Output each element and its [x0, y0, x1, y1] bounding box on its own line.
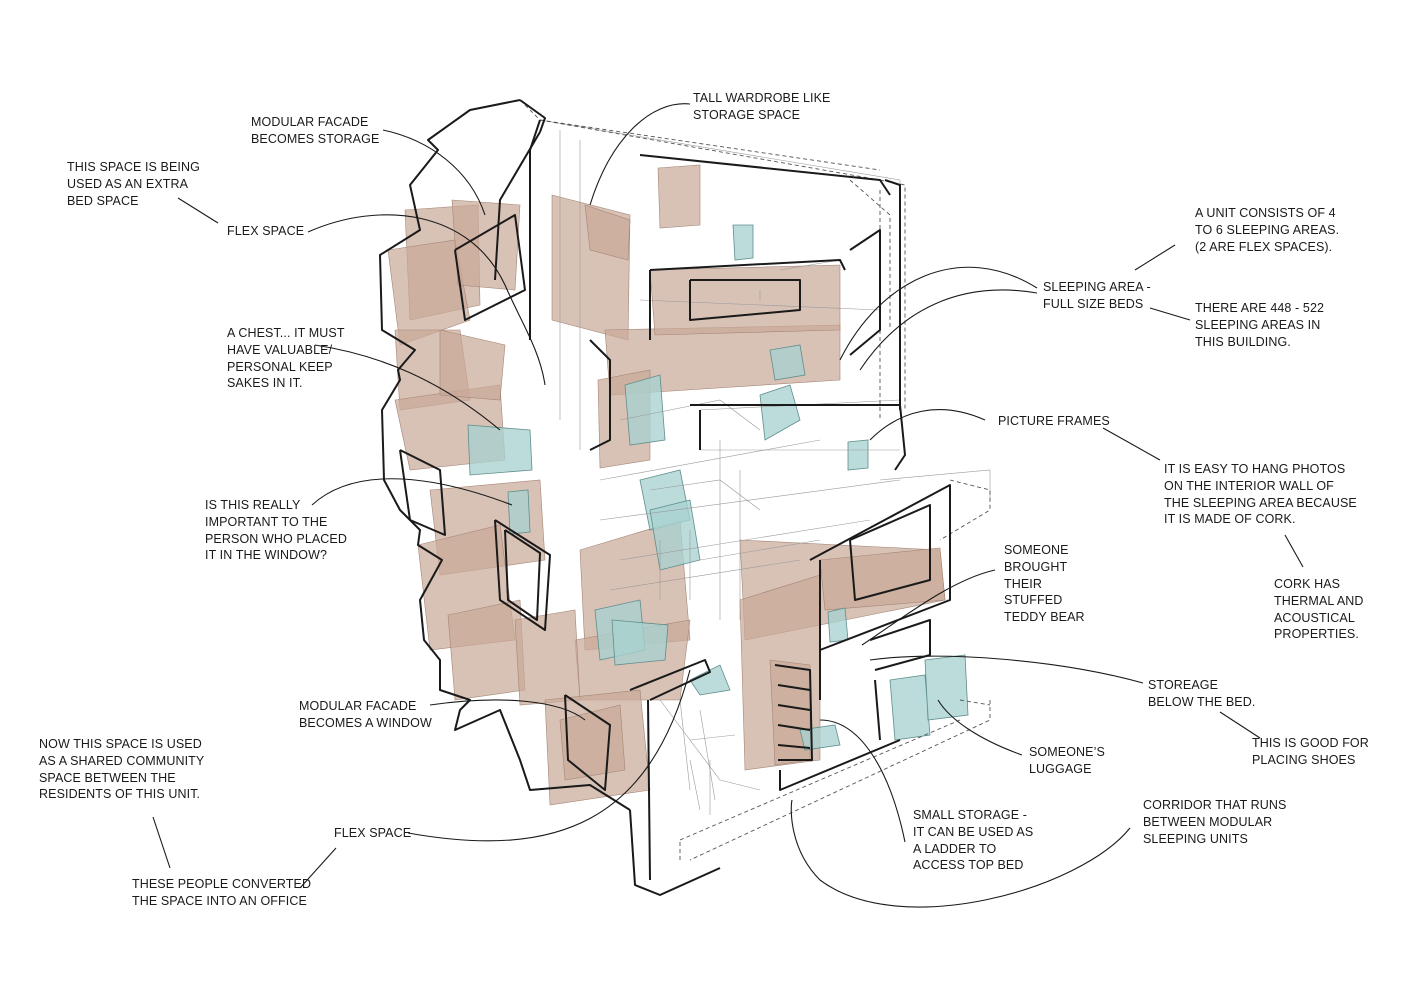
label-sleeping-area: SLEEPING AREA -FULL SIZE BEDS [1043, 280, 1151, 311]
structure-outlines [379, 99, 951, 896]
label-picture-frames: PICTURE FRAMES [998, 414, 1110, 428]
leader-lines [152, 103, 1304, 908]
label-flex-space-top: FLEX SPACE [227, 224, 305, 238]
storage-fills [387, 164, 946, 806]
label-flex-space-bottom: FLEX SPACE [334, 826, 412, 840]
object-fills [467, 224, 969, 751]
